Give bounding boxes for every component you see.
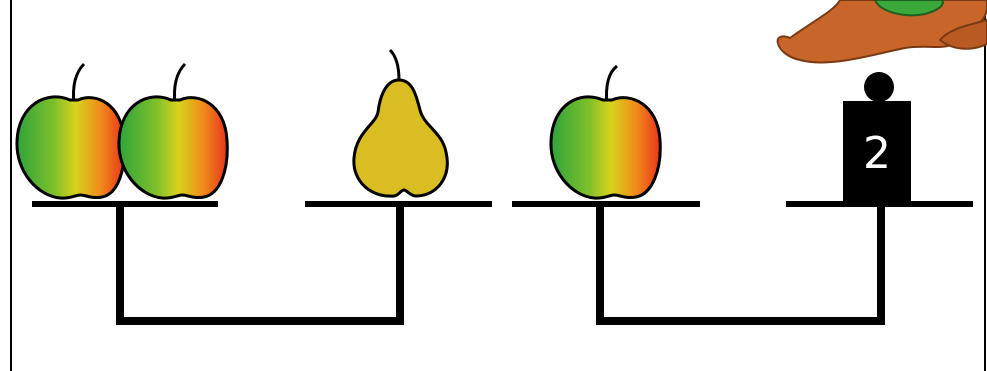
apple-icon [119,64,227,198]
apple-icon [551,66,660,198]
cartoon-character-hand-icon [778,0,987,63]
weight-label: 2 [863,128,891,179]
left-scale-beam [120,204,400,321]
weight-icon: 2 [843,72,911,201]
right-balance-scale: 2 [512,66,973,321]
apple-icon [17,64,124,198]
left-balance-scale [17,50,492,321]
pear-icon [354,50,447,196]
right-scale-beam [600,204,881,321]
